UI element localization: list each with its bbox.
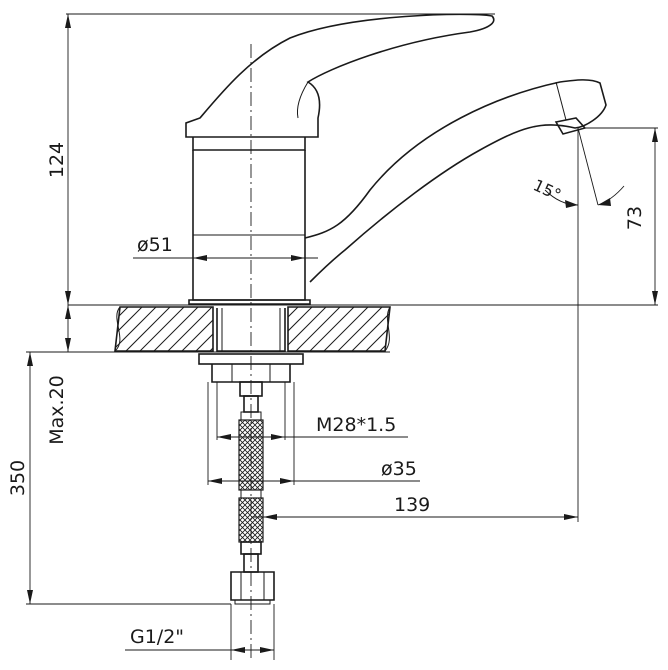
dim-g12-label: G1/2" (130, 626, 184, 648)
hatch-line (379, 307, 390, 351)
hatch-line (125, 307, 171, 351)
dim-thread: M28*1.5 (216, 382, 408, 440)
hatch-line (351, 307, 390, 351)
dim-spout-reach: 139 (251, 205, 579, 522)
dim-max20-label: Max.20 (46, 375, 68, 445)
hatch-line (153, 307, 199, 351)
countertop-section (68, 304, 658, 353)
faucet-body (185, 13, 607, 305)
hatch-line (181, 307, 213, 351)
dim-connection: G1/2" (125, 604, 275, 660)
hatch-line (288, 307, 299, 351)
cartridge-cap (192, 137, 306, 151)
hatch-line (70, 307, 114, 351)
dim-o51-label: ø51 (137, 234, 173, 256)
hatch-line (115, 307, 129, 351)
hatch-line (288, 307, 313, 351)
hatch-line (195, 307, 213, 351)
hatch-line (115, 307, 143, 351)
dim-body-diameter: ø51 (133, 234, 318, 261)
aerator (554, 117, 587, 135)
hatch-line (394, 307, 438, 351)
dim-height-total: 124 (46, 13, 495, 305)
hatch-line (288, 307, 327, 351)
lever-handle (185, 13, 495, 138)
hatch-line (323, 307, 369, 351)
flexible-hose (230, 381, 275, 605)
hatch-line (309, 307, 355, 351)
hatch-line (295, 307, 341, 351)
dim-124-label: 124 (46, 142, 68, 178)
dim-139-label: 139 (394, 494, 430, 516)
dim-nut-diameter: ø35 (207, 382, 420, 485)
hose-connector (230, 571, 275, 601)
hatch-line (337, 307, 383, 351)
dim-73-label: 73 (624, 206, 646, 230)
main-cylinder (192, 150, 306, 301)
dim-max-thickness: Max.20 (46, 305, 71, 445)
hatch-line (139, 307, 185, 351)
dim-spout-angle: 15° (530, 127, 625, 208)
dim-hose-length: 350 (7, 351, 231, 605)
dim-o35-label: ø35 (381, 458, 417, 480)
hatch-line (240, 307, 284, 351)
dim-spout-height: 73 (586, 127, 658, 305)
spout (304, 79, 607, 283)
dim-350-label: 350 (7, 460, 29, 496)
dim-m28-label: M28*1.5 (316, 414, 396, 436)
hatch-line (167, 307, 213, 351)
